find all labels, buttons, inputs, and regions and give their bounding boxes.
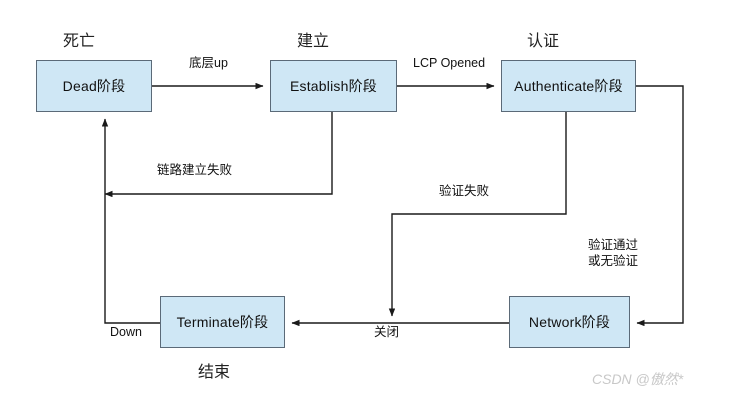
edge-authenticate-to-terminate <box>388 112 567 317</box>
edge-label-auth-failed: 验证失败 <box>437 184 492 199</box>
node-terminate-label: Terminate阶段 <box>176 314 269 330</box>
edge-label-link-establish-failed: 链路建立失败 <box>155 163 235 178</box>
node-authenticate[interactable]: Authenticate阶段 <box>501 60 636 112</box>
caption-end: 结束 <box>198 364 231 381</box>
caption-dead: 死亡 <box>63 33 96 50</box>
node-network-label: Network阶段 <box>528 314 611 330</box>
caption-authenticate: 认证 <box>527 33 560 50</box>
node-dead[interactable]: Dead阶段 <box>36 60 152 112</box>
edge-terminate-to-dead <box>101 118 160 324</box>
edge-label-close: 关闭 <box>372 325 402 340</box>
node-establish[interactable]: Establish阶段 <box>270 60 397 112</box>
csdn-watermark: CSDN @傲然* <box>592 371 684 387</box>
edge-label-auth-passed-line1: 验证通过 <box>586 238 641 253</box>
node-establish-label: Establish阶段 <box>289 78 377 94</box>
edge-label-down: Down <box>108 325 144 340</box>
node-network[interactable]: Network阶段 <box>509 296 630 348</box>
edge-authenticate-to-network <box>636 85 684 327</box>
edge-label-underlying-up: 底层up <box>187 56 230 71</box>
node-authenticate-label: Authenticate阶段 <box>514 78 623 94</box>
node-terminate[interactable]: Terminate阶段 <box>160 296 285 348</box>
edge-label-lcp-opened: LCP Opened <box>411 56 488 71</box>
edge-establish-to-dead <box>104 112 333 198</box>
node-dead-label: Dead阶段 <box>62 78 126 94</box>
caption-establish: 建立 <box>297 33 330 50</box>
edge-label-auth-passed-line2: 或无验证 <box>586 254 641 269</box>
